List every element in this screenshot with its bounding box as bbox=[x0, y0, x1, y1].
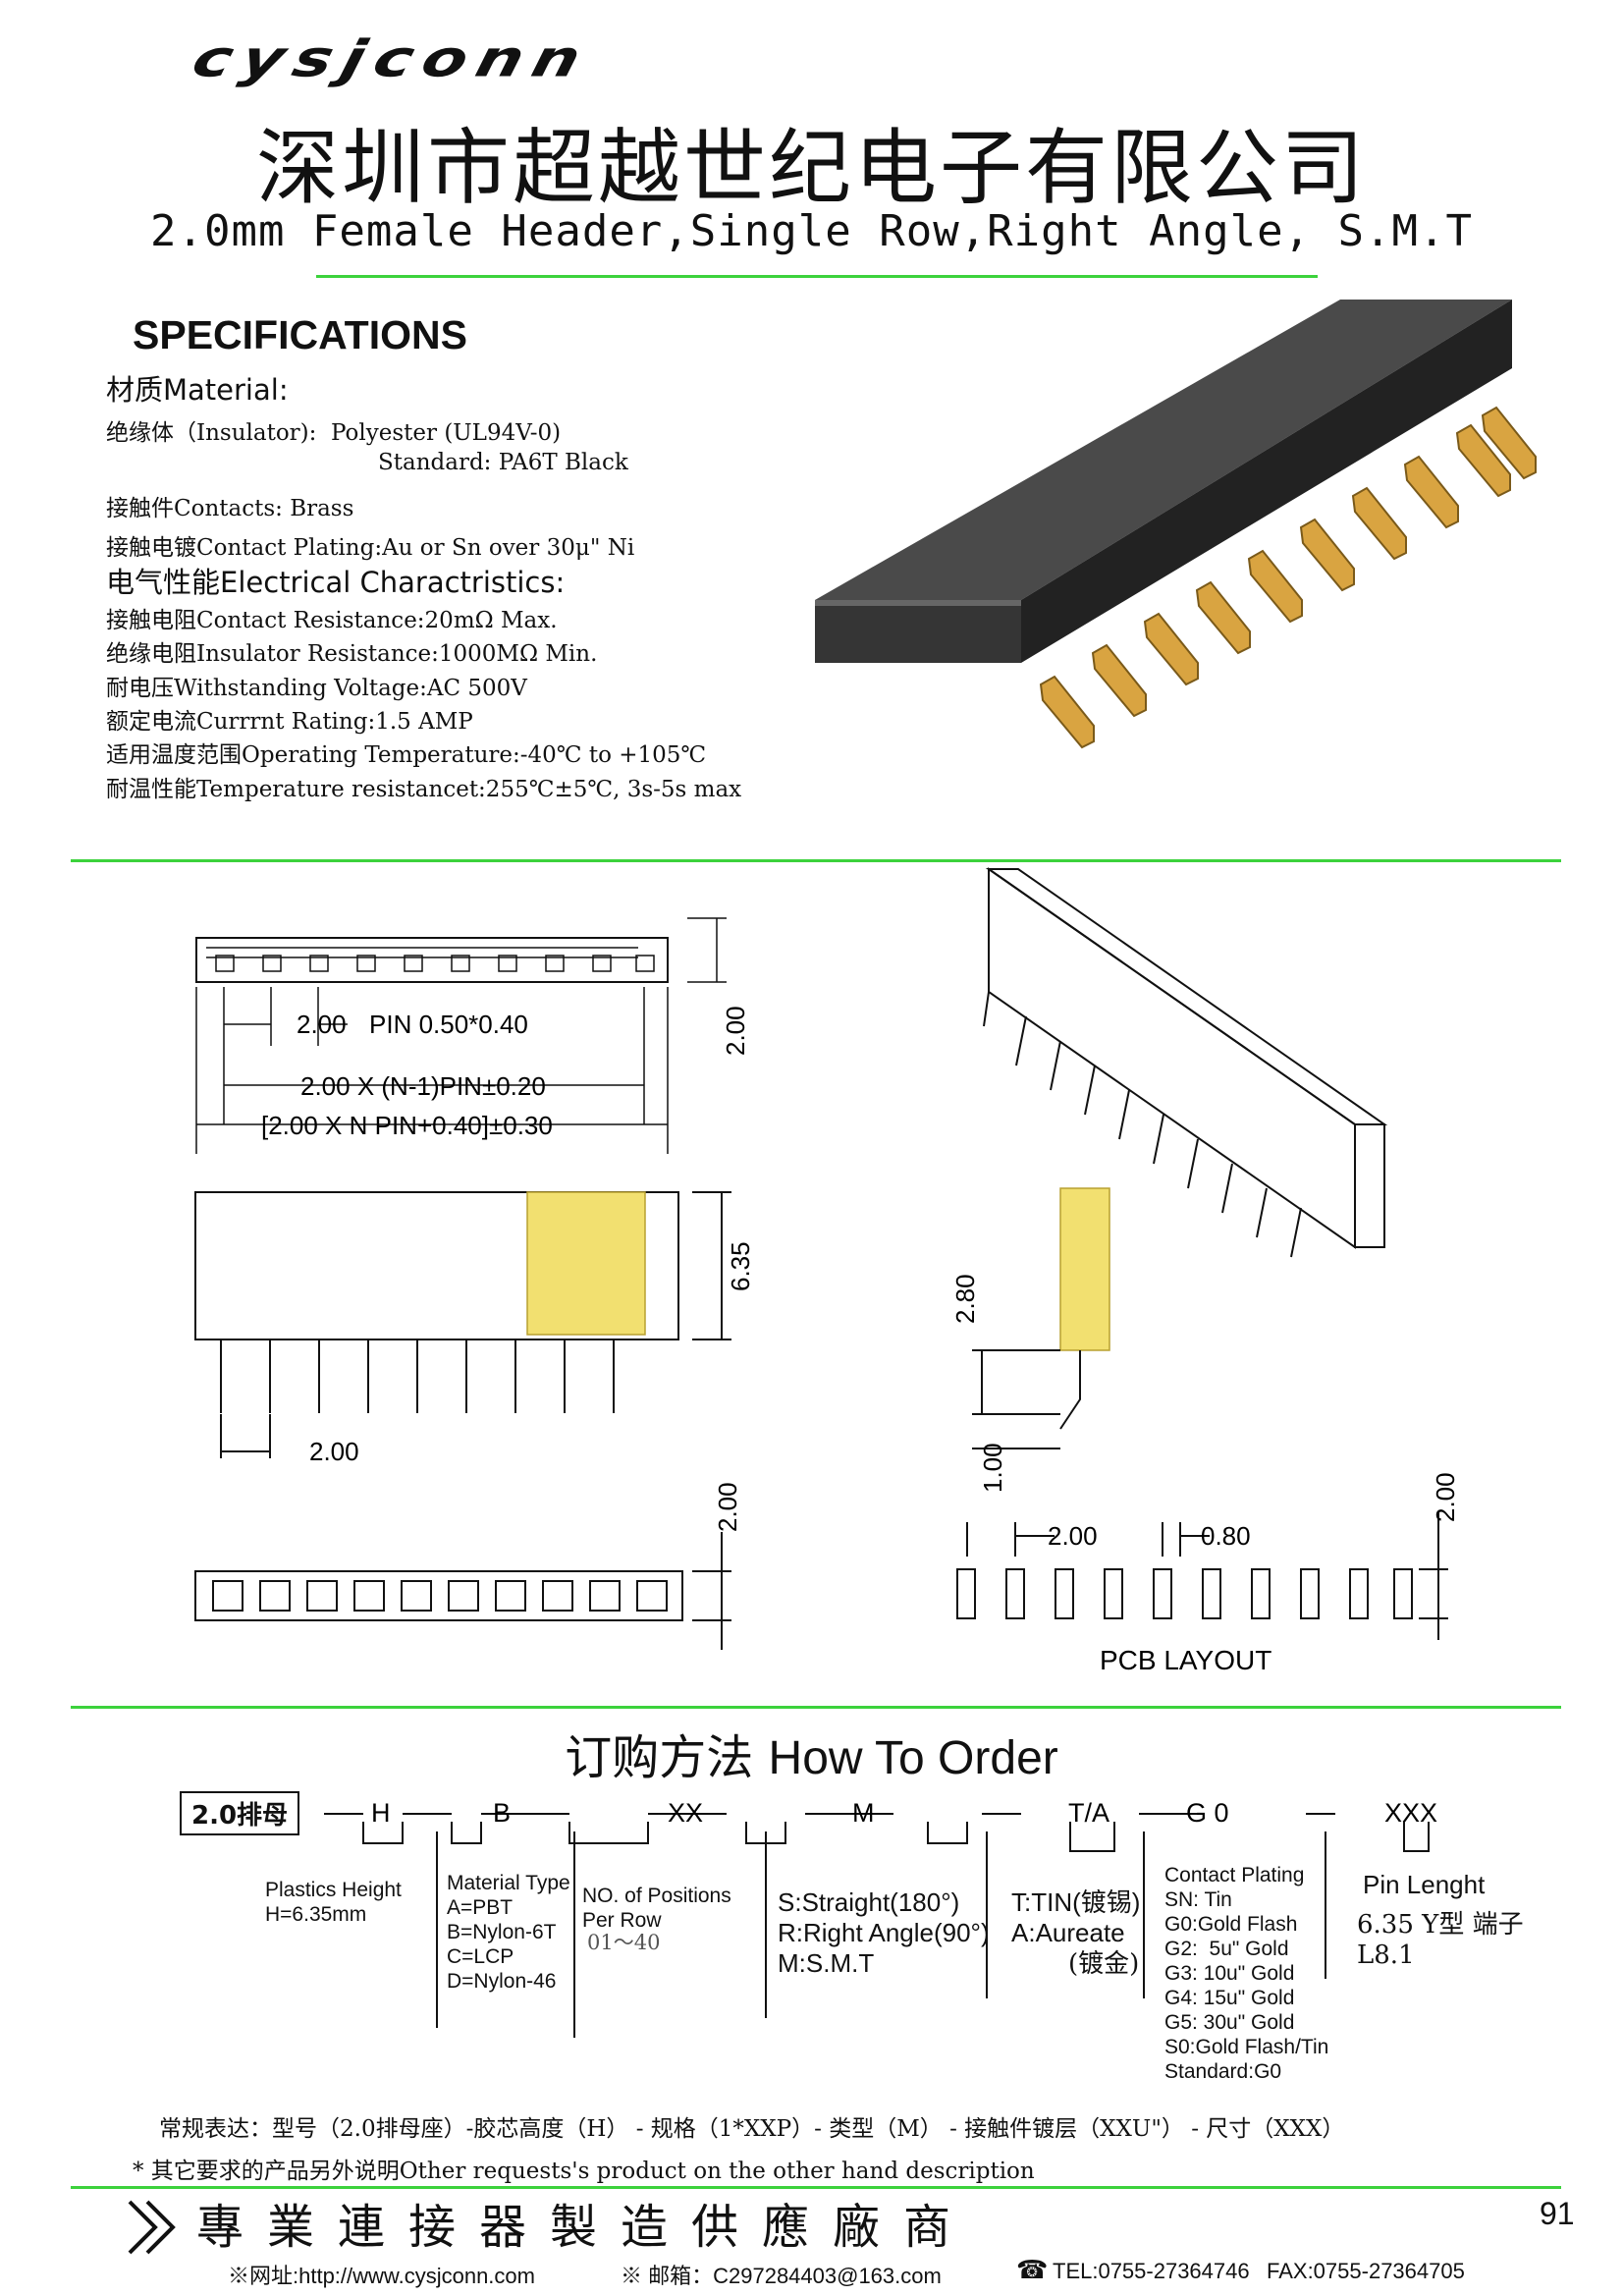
pcb-layout-label: PCB LAYOUT bbox=[1100, 1645, 1271, 1675]
dim-height-top: 2.00 bbox=[721, 1006, 750, 1056]
spec-contacts: 接触件Contacts: Brass bbox=[106, 496, 354, 521]
product-3d-render bbox=[815, 300, 1537, 749]
page-number: 91 bbox=[1540, 2196, 1575, 2231]
footer-slogan: 專業連接器製造供應廠商 bbox=[196, 2200, 975, 2255]
spec-current: 额定电流Currrnt Rating:1.5 AMP bbox=[106, 709, 473, 735]
phone-icon: ☎ bbox=[1016, 2255, 1049, 2284]
code-g0: G 0 bbox=[1186, 1802, 1229, 1828]
order-title-en: How To Order bbox=[768, 1732, 1058, 1784]
code-xx: XX bbox=[668, 1802, 703, 1828]
company-logo: cysjconn bbox=[187, 29, 597, 89]
pcb-layout-drawing: 2.00 0.80 2.00 PCB LAYOUT bbox=[956, 1472, 1460, 1675]
specifications-heading: SPECIFICATIONS bbox=[133, 312, 467, 357]
spec-standard: Standard: PA6T Black bbox=[378, 450, 628, 475]
contact-plating-list: Contact Plating SN: Tin G0:Gold Flash G2… bbox=[1164, 1864, 1329, 2083]
type-detail: S:Straight(180°) R:Right Angle(90°) M:S.… bbox=[778, 1887, 990, 1978]
dim-pcb-height: 2.00 bbox=[1431, 1472, 1460, 1522]
tin-detail-b: (镀金) bbox=[1068, 1949, 1140, 1979]
order-heading: 订购方法 How To Order bbox=[0, 1719, 1623, 1787]
pin-length-value: 6.35 Y型 端子 L8.1 bbox=[1357, 1910, 1524, 1970]
code-xxx: XXX bbox=[1384, 1802, 1437, 1828]
section-divider-2 bbox=[71, 1706, 1561, 1709]
tin-detail: T:TIN(镀锡) A:Aureate bbox=[1011, 1887, 1141, 1947]
dim-280: 2.80 bbox=[950, 1274, 980, 1324]
regular-expression-note: 常规表达：型号（2.0排母座）-胶芯高度（H） - 规格（1*XXP）- 类型（… bbox=[159, 2116, 1345, 2142]
order-title-cn: 订购方法 bbox=[565, 1730, 754, 1785]
company-name-cn: 深圳市超越世纪电子有限公司 bbox=[255, 120, 1367, 216]
positions-detail: NO. of Positions Per Row bbox=[582, 1885, 731, 1932]
dim-100: 1.00 bbox=[978, 1443, 1007, 1493]
code-b: B bbox=[493, 1802, 511, 1828]
dim-formula-2: [2.00 X N PIN+0.40]±0.30 bbox=[261, 1111, 553, 1140]
other-requests-note: * 其它要求的产品另外说明Other requests's product on… bbox=[133, 2159, 1035, 2184]
spec-insulator: 绝缘体（Insulator): Polyester (UL94V-0) bbox=[106, 420, 562, 446]
code-m: M bbox=[852, 1802, 875, 1828]
material-title: 材质Material: bbox=[106, 373, 289, 407]
cross-section-drawing: 2.80 1.00 bbox=[950, 1187, 1110, 1493]
code-ta: T/A bbox=[1068, 1802, 1109, 1828]
order-connector-lines: H B XX M T/A G 0 XXX bbox=[324, 1802, 1437, 2038]
spec-temperature: 适用温度范围Operating Temperature:-40℃ to +105… bbox=[106, 742, 707, 768]
title-underline bbox=[316, 275, 1318, 278]
dim-pitch-top: 2.00 bbox=[297, 1010, 347, 1039]
electrical-title: 电气性能Electrical Charactristics: bbox=[106, 566, 566, 599]
dim-pitch-side: 2.00 bbox=[309, 1437, 359, 1466]
footer-fax: FAX:0755-27364705 bbox=[1267, 2259, 1465, 2283]
dim-body-height: 6.35 bbox=[726, 1241, 755, 1291]
spec-withstanding: 耐电压Withstanding Voltage:AC 500V bbox=[106, 676, 527, 701]
bottom-view-drawing: 2.00 bbox=[194, 1483, 742, 1650]
dim-bottom-width: 2.00 bbox=[713, 1483, 742, 1532]
isometric-drawing bbox=[983, 867, 1388, 1258]
material-type-detail: Material Type A=PBT B=Nylon-6T C=LCP D=N… bbox=[447, 1872, 570, 1993]
footer-tel: TEL:0755-27364746 bbox=[1053, 2259, 1250, 2283]
section-divider-3 bbox=[71, 2186, 1561, 2189]
spec-insulator-resistance: 绝缘电阻Insulator Resistance:1000MΩ Min. bbox=[106, 641, 598, 667]
section-divider-1 bbox=[71, 859, 1561, 862]
plastics-height-detail: Plastics Height H=6.35mm bbox=[265, 1879, 402, 1926]
side-view-drawing: 6.35 2.00 bbox=[194, 1191, 755, 1466]
chevron-arrow-icon bbox=[128, 2200, 176, 2255]
positions-range: 01～40 bbox=[587, 1931, 661, 1954]
spec-plating: 接触电镀Contact Plating:Au or Sn over 30μ" N… bbox=[106, 535, 635, 561]
pin-length-title: Pin Lenght bbox=[1363, 1870, 1486, 1899]
code-h: H bbox=[371, 1802, 391, 1828]
dim-pcb-pitch: 2.00 bbox=[1048, 1521, 1098, 1551]
product-title: 2.0mm Female Header,Single Row,Right Ang… bbox=[149, 206, 1474, 256]
footer-website[interactable]: ※网址:http://www.cysjconn.com bbox=[228, 2264, 535, 2288]
dim-pin-size: PIN 0.50*0.40 bbox=[369, 1010, 528, 1039]
footer-email[interactable]: ※ 邮箱：C297284403@163.com bbox=[621, 2264, 942, 2288]
spec-contact-resistance: 接触电阻Contact Resistance:20mΩ Max. bbox=[106, 608, 558, 633]
dim-formula-1: 2.00 X (N-1)PIN±0.20 bbox=[300, 1071, 546, 1101]
dim-pad-width: 0.80 bbox=[1201, 1521, 1251, 1551]
spec-temp-resistance: 耐温性能Temperature resistancet:255℃±5℃, 3s-… bbox=[106, 777, 742, 802]
series-code-box: 2.0排母 bbox=[180, 1791, 300, 1835]
top-view-drawing: 2.00 PIN 0.50*0.40 2.00 X (N-1)PIN±0.20 … bbox=[195, 917, 750, 1154]
